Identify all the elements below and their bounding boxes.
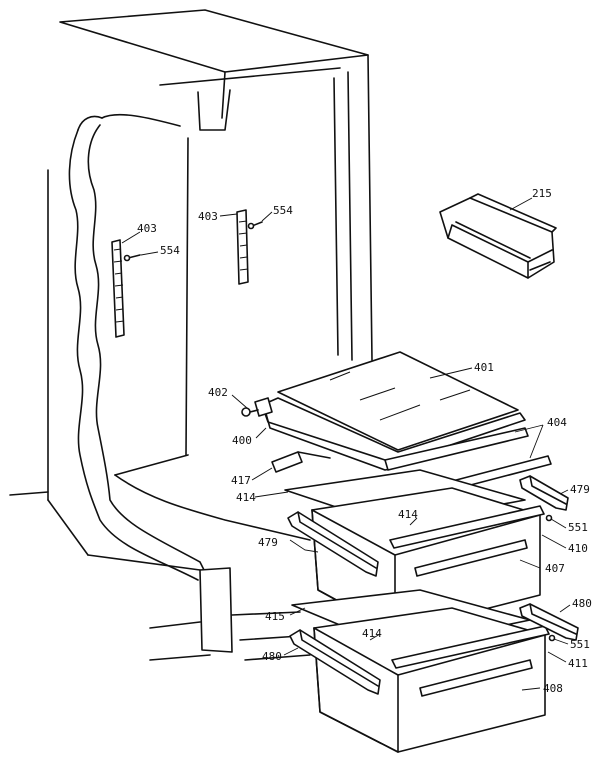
- clip-upper: [545, 514, 553, 522]
- shelf-support-ladder-center: [236, 209, 249, 285]
- callout-402: 402: [208, 386, 228, 399]
- drawer-slide-right-upper: [519, 475, 569, 511]
- callout-414-lower: 414: [362, 627, 382, 640]
- shelf-support-ladder-left: [111, 239, 125, 338]
- door-bin: [439, 193, 557, 279]
- crisper-drawer-lower: [313, 607, 550, 753]
- callout-400: 400: [232, 434, 252, 447]
- callout-480-left: 480: [262, 650, 282, 663]
- callout-414-middle: 414: [398, 508, 418, 521]
- callout-479-right: 479: [570, 483, 590, 496]
- screw-left: [123, 254, 141, 262]
- callout-408: 408: [543, 682, 563, 695]
- cabinet-body: [9, 9, 373, 661]
- callout-551-upper: 551: [568, 521, 588, 534]
- callout-417: 417: [231, 474, 251, 487]
- callout-labels: 403 554 403 554 215 401 402 400 404 417 …: [137, 187, 592, 695]
- callout-554-left: 554: [160, 244, 180, 257]
- callout-480-right: 480: [572, 597, 592, 610]
- drawer-slide-left-lower: [289, 629, 381, 695]
- drawer-slide-left-upper: [287, 511, 379, 577]
- callout-554-center: 554: [273, 204, 293, 217]
- leader-lines: [121, 197, 571, 691]
- callout-404: 404: [547, 416, 567, 429]
- callout-215: 215: [532, 187, 552, 200]
- divider-bracket: [271, 451, 331, 473]
- callout-401: 401: [474, 361, 494, 374]
- callout-410: 410: [568, 542, 588, 555]
- callout-551-lower: 551: [570, 638, 590, 651]
- callout-414-upper: 414: [236, 491, 256, 504]
- callout-403-center: 403: [198, 210, 218, 223]
- callout-411: 411: [568, 657, 588, 670]
- callout-403-left: 403: [137, 222, 157, 235]
- shelf-frame-upper: [241, 397, 526, 471]
- drawer-slide-right-lower: [519, 603, 579, 641]
- clip-lower: [548, 634, 556, 642]
- callout-415: 415: [265, 610, 285, 623]
- glass-shelf-upper: [277, 351, 519, 451]
- screw-center: [247, 221, 263, 230]
- callout-407: 407: [545, 562, 565, 575]
- callout-479-left: 479: [258, 536, 278, 549]
